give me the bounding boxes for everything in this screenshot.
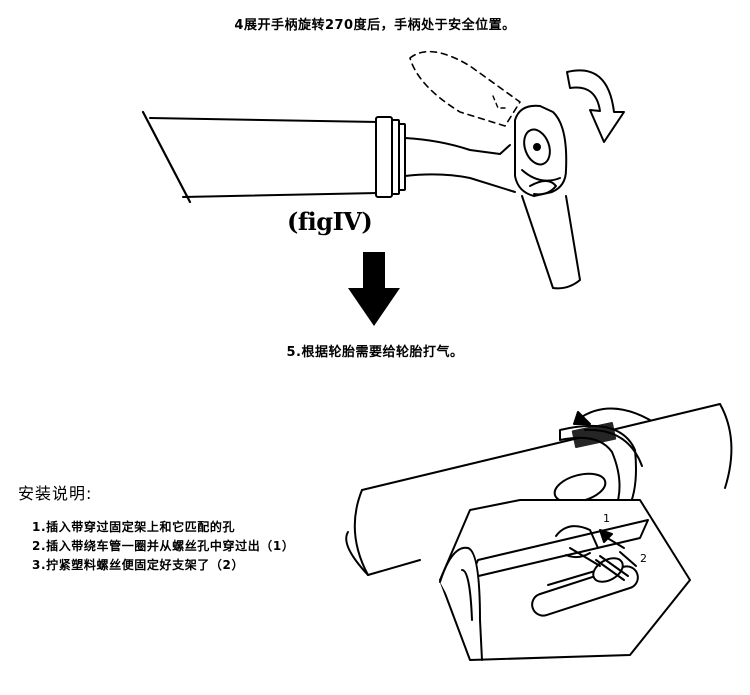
install-step: 2.插入带绕车管一圈并从螺丝孔中穿过出（1） xyxy=(32,539,295,553)
install-title: 安装说明: xyxy=(18,484,93,503)
install-step: 1.插入带穿过固定架上和它匹配的孔 xyxy=(32,520,236,534)
install-step: 3.拧紧塑料螺丝便固定好支架了（2） xyxy=(32,558,245,572)
mark-label-1: 1 xyxy=(603,512,610,525)
rotation-arrow-icon xyxy=(566,69,625,143)
plastic-screw-icon xyxy=(569,547,629,583)
pump-handle-illustration xyxy=(141,50,625,326)
bike-tube xyxy=(361,403,721,576)
pump-barrel-edge xyxy=(141,110,192,204)
install-steps-list: 1.插入带穿过固定架上和它匹配的孔 2.插入带绕车管一圈并从螺丝孔中穿过出（1）… xyxy=(32,518,294,575)
mark-label-2: 2 xyxy=(640,552,647,565)
down-arrow-icon xyxy=(348,252,400,326)
handle-ghost-outline xyxy=(409,50,521,127)
step5-caption: 5.根据轮胎需要给轮胎打气。 xyxy=(286,345,464,360)
pump-handle-lever xyxy=(521,195,581,290)
strap-curve-arrow xyxy=(579,407,651,421)
figure-label: (figIV) xyxy=(287,207,373,236)
pump-barrel xyxy=(149,117,379,198)
pump-neck xyxy=(404,137,516,193)
bracket-cradle xyxy=(439,546,483,661)
step4-caption: 4展开手柄旋转270度后，手柄处于安全位置。 xyxy=(234,18,516,33)
